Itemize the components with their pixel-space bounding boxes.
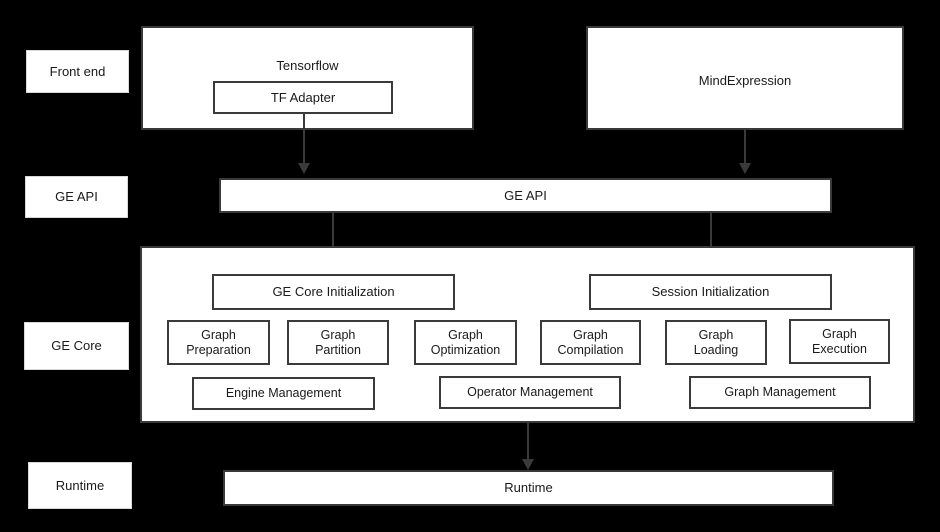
lane-label-ge-core: GE Core — [24, 322, 129, 370]
operator-management-box[interactable]: Operator Management — [439, 376, 621, 409]
mindexpression-container: MindExpression — [586, 26, 904, 130]
lane-label-runtime: Runtime — [28, 462, 132, 509]
ge-core-initialization-box[interactable]: GE Core Initialization — [212, 274, 455, 310]
ge-core-initialization-label: GE Core Initialization — [272, 284, 395, 300]
tensorflow-container: Tensorflow — [141, 26, 474, 130]
session-initialization-box[interactable]: Session Initialization — [589, 274, 832, 310]
tf-adapter-box[interactable]: TF Adapter — [213, 81, 393, 114]
ge-api-bar[interactable]: GE API — [219, 178, 832, 213]
mindexpression-label: MindExpression — [698, 73, 792, 88]
runtime-bar[interactable]: Runtime — [223, 470, 834, 506]
lane-label-front-end-text: Front end — [49, 63, 106, 79]
lane-label-runtime-text: Runtime — [55, 477, 105, 493]
session-initialization-label: Session Initialization — [651, 284, 770, 300]
engine-management-label: Engine Management — [225, 386, 342, 401]
ge-api-bar-label: GE API — [504, 187, 547, 203]
lane-label-ge-core-text: GE Core — [51, 338, 102, 354]
operator-management-label: Operator Management — [467, 385, 593, 400]
tensorflow-label: Tensorflow — [276, 58, 339, 73]
lane-label-ge-api: GE API — [25, 176, 128, 218]
engine-management-box[interactable]: Engine Management — [192, 377, 375, 410]
runtime-bar-label: Runtime — [504, 480, 553, 496]
lane-label-ge-api-text: GE API — [55, 189, 98, 205]
graph-management-box[interactable]: Graph Management — [689, 376, 871, 409]
lane-label-front-end: Front end — [26, 50, 129, 93]
tf-adapter-label: TF Adapter — [270, 89, 336, 105]
graph-management-label: Graph Management — [724, 385, 836, 400]
